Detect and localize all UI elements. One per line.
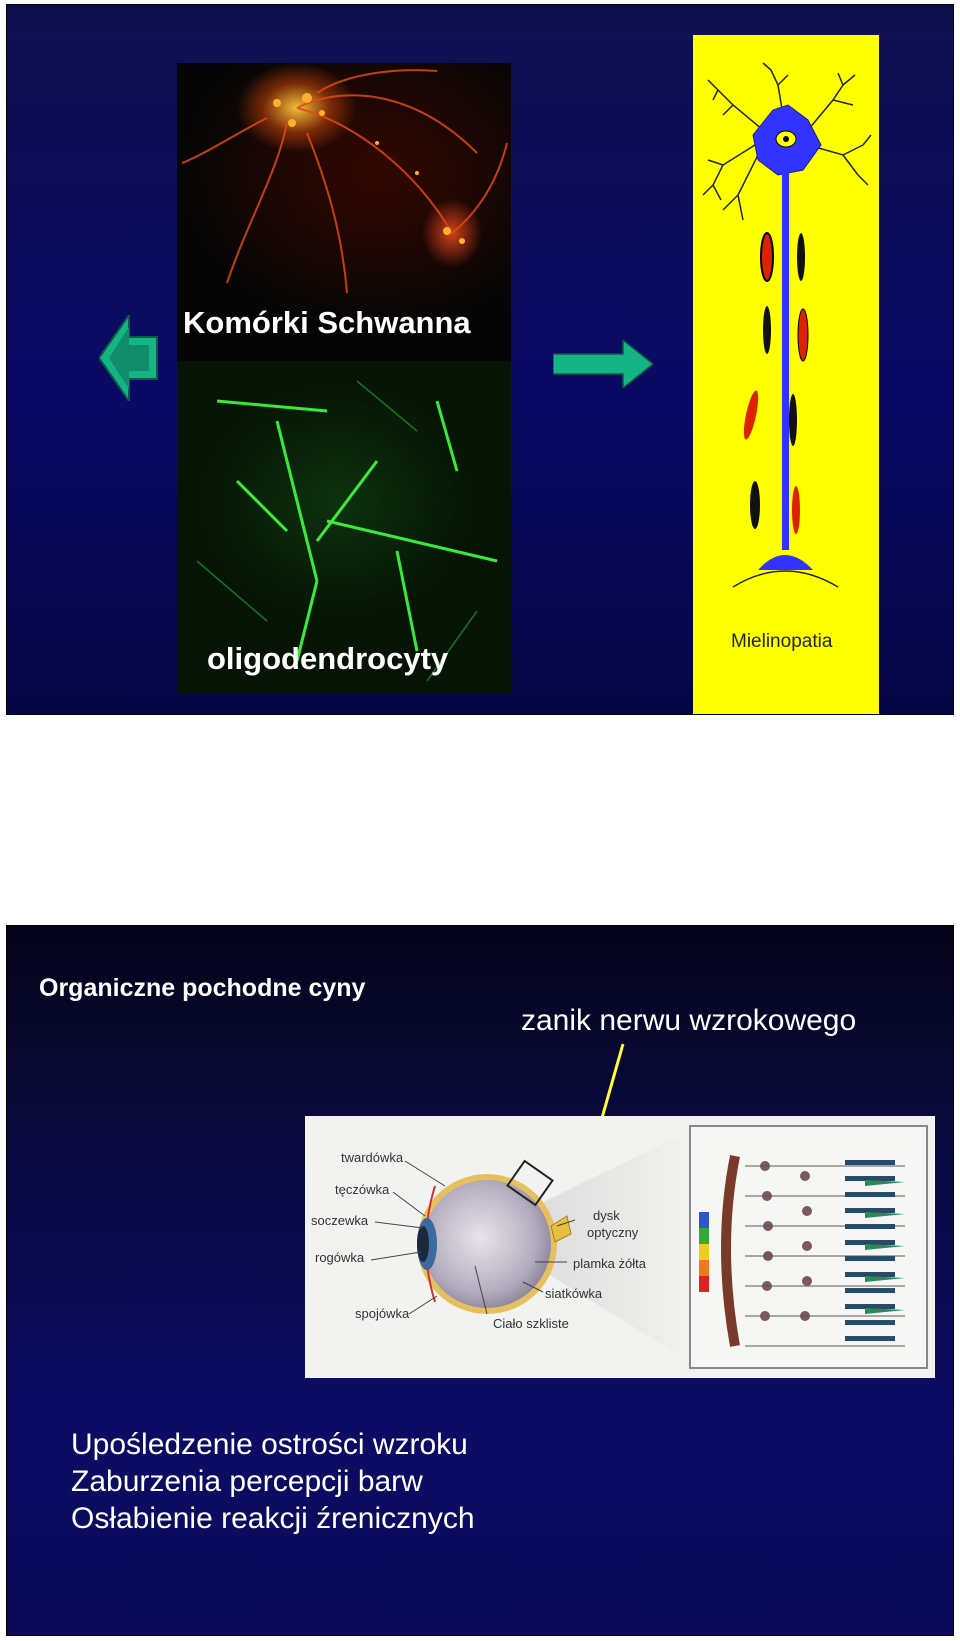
left-arrow-icon: [99, 315, 158, 401]
schwann-caption: Komórki Schwanna: [183, 305, 471, 340]
myelinopathy-diagram: Mielinopatia: [693, 35, 879, 714]
symptom-item: Osłabienie reakcji źrenicznych: [71, 1502, 475, 1535]
eye-label-iris: tęczówka: [335, 1182, 390, 1197]
eye-label-macula: plamka żółta: [573, 1256, 646, 1271]
neuron-drawing: [702, 62, 872, 588]
symptom-item: Zaburzenia percepcji barw: [71, 1465, 423, 1498]
symptom-list: Upośledzenie ostrości wzroku Zaburzenia …: [71, 1426, 475, 1537]
eye-label-lens: soczewka: [311, 1213, 369, 1228]
optic-atrophy-label: zanik nerwu wzrokowego: [521, 1004, 857, 1037]
oligodendrocyte-fibers: [196, 380, 498, 682]
oligodendrocytes-caption: oligodendrocyty: [207, 641, 449, 676]
eye-label-optic-disc-line1: dysk: [593, 1208, 620, 1223]
symptom-item: Upośledzenie ostrości wzroku: [71, 1428, 468, 1461]
slide-title: Organiczne pochodne cyny: [39, 974, 366, 1002]
right-arrow-icon: [553, 340, 653, 388]
eye-label-sclera: twardówka: [341, 1150, 404, 1165]
eye-label-conjunctiva: spojówka: [355, 1306, 410, 1321]
schwann-cells-photo: Komórki Schwanna: [177, 63, 511, 361]
eye-label-vitreous: Ciało szkliste: [493, 1316, 569, 1331]
eye-label-retina: siatkówka: [545, 1286, 603, 1301]
eye-anatomy-figure: twardówka tęczówka soczewka rogówka spoj…: [305, 1116, 935, 1378]
eye-label-cornea: rogówka: [315, 1250, 365, 1265]
slide-myelin: Komórki Schwanna oligodendrocyty: [6, 4, 954, 715]
eye-label-optic-disc-line2: optyczny: [587, 1225, 639, 1240]
schwann-fibers: [181, 69, 508, 294]
eye-drawing: [370, 1125, 928, 1369]
myelinopathy-label: Mielinopatia: [731, 631, 833, 652]
slide-organotin: Organiczne pochodne cyny zanik nerwu wzr…: [6, 925, 954, 1636]
oligodendrocytes-photo: oligodendrocyty: [177, 361, 511, 694]
